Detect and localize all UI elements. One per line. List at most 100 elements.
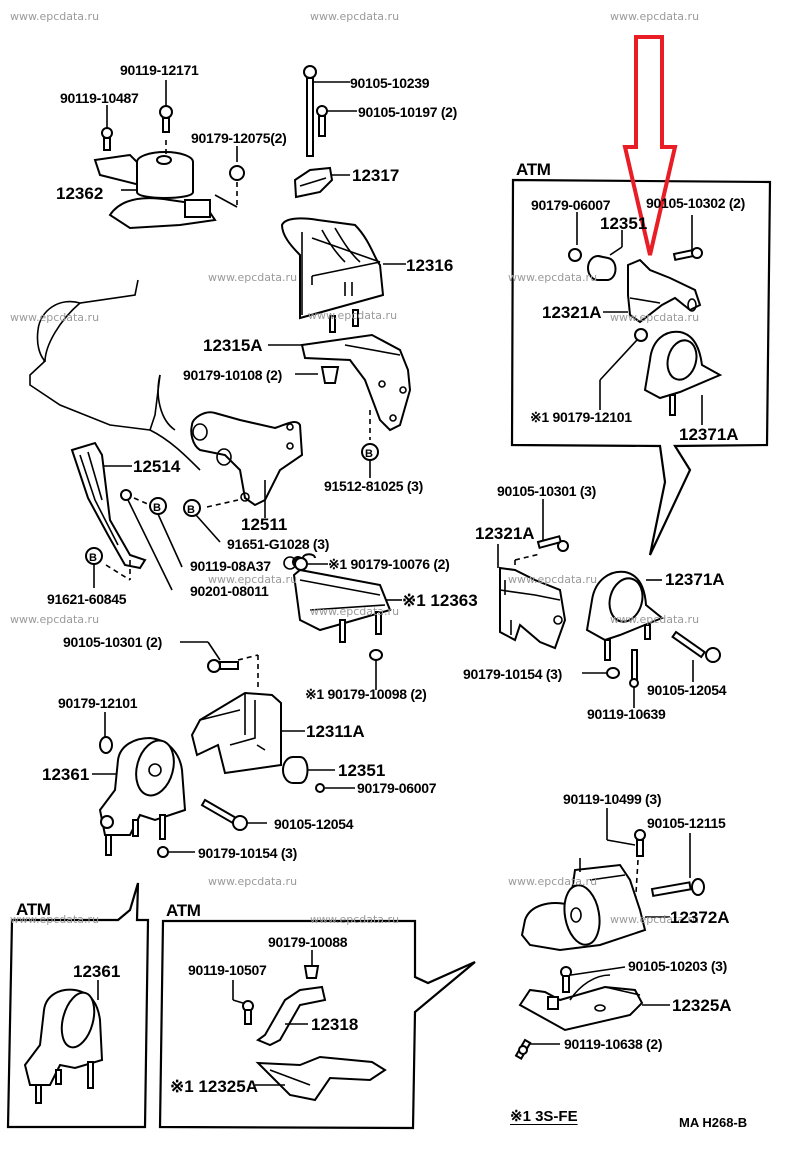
inset-mid-callout-12318: 12318 [311, 1015, 359, 1034]
watermark: www.epcdata.ru [208, 875, 298, 888]
bolt-90105-10301-3 [514, 499, 569, 575]
callout-90179-10076: ※1 90179-10076 (2) [328, 556, 450, 572]
callout-90105-10301-3: 90105-10301 (3) [497, 483, 597, 499]
callout-12317: 12317 [352, 166, 400, 185]
svg-text:B: B [365, 448, 373, 460]
callout-90119-10487: 90119-10487 [60, 90, 139, 106]
highlight-arrow [622, 35, 678, 256]
inset-callout-12371A: 12371A [679, 425, 739, 444]
part-12315A-bracket [268, 333, 412, 432]
bolt-90105-12115 [650, 833, 705, 898]
inset-callout-90179-06007: 90179-06007 [531, 197, 611, 213]
callout-90119-10499: 90119-10499 (3) [563, 791, 662, 807]
watermark: www.epcdata.ru [310, 10, 400, 23]
callout-90179-10154: 90179-10154 (3) [198, 845, 298, 861]
inset-atm-left-part-12361 [23, 980, 104, 1104]
inset-mid-callout-90179-10088: 90179-10088 [268, 934, 348, 950]
engine-note: ※1 3S-FE [510, 1108, 578, 1125]
inset-atm-top-title: ATM [516, 160, 551, 179]
bolt-90105-12054 [200, 798, 267, 831]
nut-90179-12101 [99, 712, 113, 754]
callout-90105-12054-right: 90105-12054 [647, 682, 727, 698]
watermark: www.epcdata.ru [10, 613, 100, 626]
watermark: www.epcdata.ru [10, 913, 100, 926]
part-12325A-plate [518, 974, 670, 1032]
bolt-91512-81025: B [361, 410, 379, 478]
svg-text:B: B [153, 502, 161, 514]
inset-atm-top-frame [510, 178, 772, 556]
bolt-90119-10639 [629, 649, 639, 708]
part-12311A-bracket [190, 691, 305, 775]
callout-12511: 12511 [241, 515, 288, 534]
inset-atm-top-parts [568, 212, 723, 425]
watermark: www.epcdata.ru [208, 573, 298, 586]
callout-12311A: 12311A [306, 722, 365, 741]
watermark: www.epcdata.ru [508, 573, 598, 586]
part-12351-bushing [282, 756, 335, 784]
callout-12351: 12351 [338, 761, 386, 780]
part-12514-bracket [70, 441, 147, 570]
callout-90119-10639: 90119-10639 [587, 706, 666, 722]
callout-91512-81025: 91512-81025 (3) [324, 478, 424, 494]
watermark: www.epcdata.ru [310, 913, 400, 926]
part-12362-mount [93, 151, 217, 230]
callout-90179-10154-right: 90179-10154 (3) [463, 666, 563, 682]
callout-90179-10108: 90179-10108 (2) [183, 367, 283, 383]
callout-90105-12115: 90105-12115 [647, 815, 726, 831]
svg-text:B: B [187, 504, 195, 516]
watermark: www.epcdata.ru [610, 10, 700, 23]
callout-90179-12101: 90179-12101 [58, 695, 138, 711]
callout-90105-10197: 90105-10197 (2) [358, 104, 458, 120]
nut-90179-10098 [369, 649, 383, 690]
nut-90179-10076 [294, 557, 328, 571]
bolt-90105-10239 [303, 65, 350, 157]
watermark: www.epcdata.ru [610, 613, 700, 626]
bolt-90201-08011: B [120, 489, 183, 591]
bolt-90119-12171 [159, 80, 173, 155]
callout-12362: 12362 [56, 184, 104, 203]
inset-atm-mid-parts [232, 950, 387, 1102]
callout-12315A: 12315A [203, 336, 263, 355]
diagram-code: MA H268-B [679, 1115, 748, 1130]
callout-90105-10301-2: 90105-10301 (2) [63, 634, 163, 650]
inset-mid-callout-12325A: ※1 12325A [170, 1077, 258, 1096]
nut-90179-06007 [315, 783, 355, 793]
callout-12514: 12514 [133, 457, 181, 476]
nut-90179-10154 [157, 846, 195, 858]
watermark: www.epcdata.ru [310, 605, 400, 618]
part-12317-bracket [293, 166, 350, 199]
inset-callout-90105-10302: 90105-10302 (2) [646, 195, 746, 211]
inset-callout-90179-12101: ※1 90179-12101 [530, 409, 632, 425]
watermark: www.epcdata.ru [508, 271, 598, 284]
callout-91621-60845: 91621-60845 [47, 591, 127, 607]
callout-90105-10203: 90105-10203 (3) [628, 958, 728, 974]
part-12372A-mount [520, 858, 670, 952]
nut-90179-10154-right [582, 667, 620, 679]
bolt-90119-10499 [606, 808, 646, 911]
part-12321A-bracket [497, 544, 567, 650]
inset-atm-left-frame [6, 882, 150, 1129]
part-12511-bracket: B [183, 411, 304, 543]
callout-90119-12171: 90119-12171 [120, 62, 199, 78]
bolt-91621-60845: B [85, 547, 131, 588]
bolt-90105-10197 [316, 105, 357, 137]
callout-90105-10239: 90105-10239 [350, 75, 430, 91]
nut-90179-12075 [121, 146, 245, 208]
callout-91651-G1028: 91651-G1028 (3) [227, 536, 330, 552]
bolt-90119-10487 [101, 105, 113, 151]
inset-callout-12351: 12351 [600, 214, 648, 233]
part-12371A-mount [585, 570, 664, 661]
nut-90179-10108 [295, 366, 340, 384]
callout-12363: ※1 12363 [402, 591, 478, 610]
callout-90105-12054: 90105-12054 [274, 816, 354, 832]
svg-text:B: B [89, 552, 97, 564]
part-12316-bracket [280, 217, 406, 333]
watermark: www.epcdata.ru [508, 875, 598, 888]
bolt-90105-12054-right [671, 630, 721, 682]
watermark: www.epcdata.ru [208, 271, 298, 284]
bolt-90119-10638 [514, 1038, 560, 1060]
inset-atm-left-title: ATM [16, 900, 51, 919]
callout-90179-06007: 90179-06007 [357, 780, 437, 796]
part-12361-mount [92, 736, 187, 856]
watermark: www.epcdata.ru [308, 309, 398, 322]
